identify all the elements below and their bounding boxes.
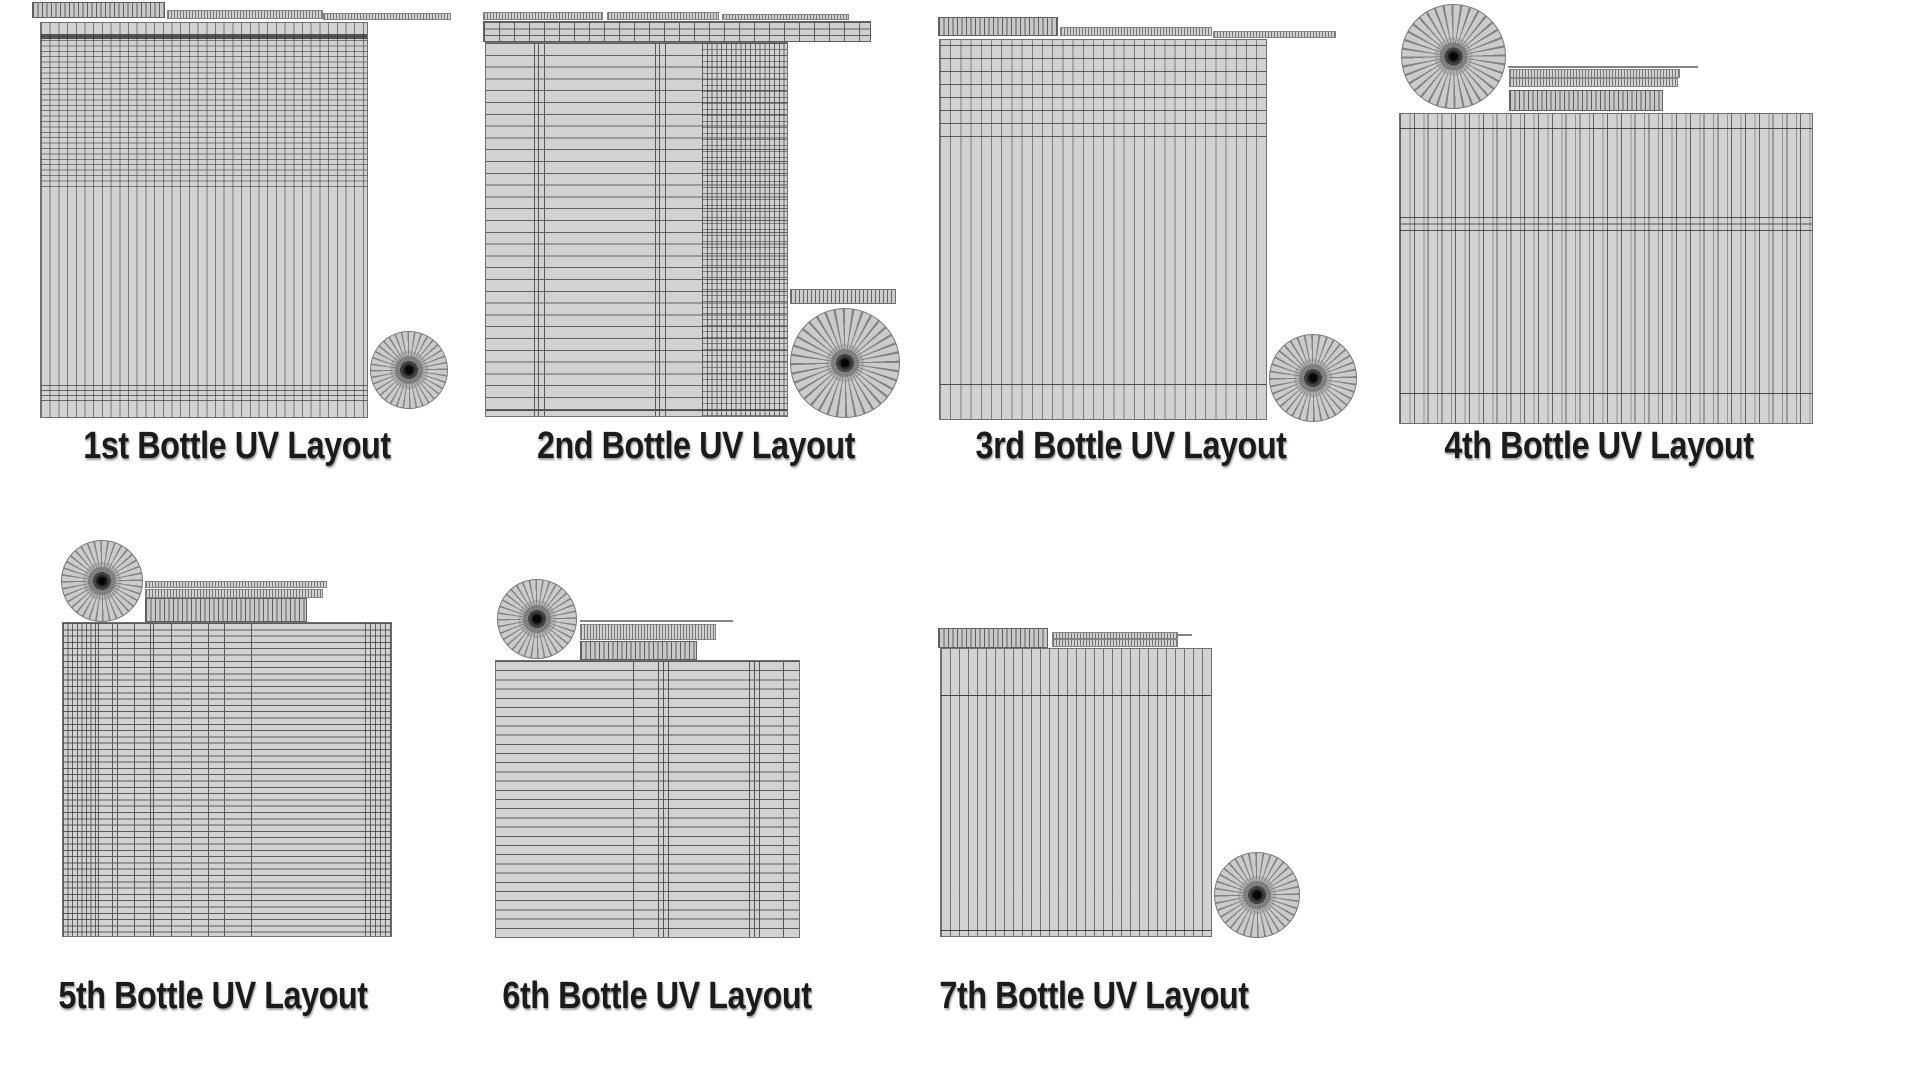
uv-neck-threads-strip xyxy=(1509,90,1663,111)
uv-tick-strip xyxy=(323,13,451,20)
figure-label: 6th Bottle UV Layout xyxy=(502,975,812,1017)
uv-neck-threads-strip xyxy=(145,598,307,622)
figure-label: 2nd Bottle UV Layout xyxy=(536,425,856,467)
uv-tick-strip xyxy=(722,14,849,20)
uv-body-mesh xyxy=(62,622,392,937)
uv-neck-threads-strip xyxy=(790,289,896,304)
uv-tick-strip xyxy=(167,10,323,19)
uv-body-mesh xyxy=(485,42,788,417)
uv-bottom-fan-circle xyxy=(1269,334,1357,422)
uv-neck-threads-strip xyxy=(580,641,697,660)
uv-bottom-fan-circle xyxy=(1401,4,1506,109)
uv-thin-strip xyxy=(1178,634,1192,636)
figure-label: 1st Bottle UV Layout xyxy=(83,425,391,467)
uv-tick-strip xyxy=(580,624,716,640)
uv-bottom-fan-circle xyxy=(1214,852,1300,938)
uv-thin-strip xyxy=(580,620,733,622)
uv-grid-strip xyxy=(483,21,871,42)
uv-tick-strip xyxy=(1052,639,1178,647)
figure-label: 5th Bottle UV Layout xyxy=(58,975,368,1017)
uv-tick-strip xyxy=(607,12,719,20)
uv-tick-strip xyxy=(1052,632,1178,639)
uv-body-mesh xyxy=(40,22,368,418)
uv-body-mesh xyxy=(939,39,1267,420)
uv-bottom-fan-circle xyxy=(497,579,577,659)
uv-neck-threads-strip xyxy=(938,628,1048,648)
uv-bottom-fan-circle xyxy=(790,308,900,418)
uv-bottom-fan-circle xyxy=(370,331,448,409)
uv-body-mesh xyxy=(940,648,1212,937)
uv-tick-strip xyxy=(145,581,327,588)
uv-tick-strip xyxy=(1509,69,1680,78)
uv-body-mesh xyxy=(495,660,800,938)
figure-label: 3rd Bottle UV Layout xyxy=(975,425,1287,467)
uv-tick-strip xyxy=(1213,31,1336,38)
figure-label: 4th Bottle UV Layout xyxy=(1444,425,1754,467)
uv-tick-strip xyxy=(1060,27,1212,36)
figure-label: 7th Bottle UV Layout xyxy=(939,975,1249,1017)
uv-tick-strip xyxy=(483,12,603,20)
uv-neck-threads-strip xyxy=(938,17,1058,36)
uv-thin-strip xyxy=(1508,66,1698,68)
uv-bottom-fan-circle xyxy=(61,540,143,622)
uv-neck-threads-strip xyxy=(32,2,165,18)
uv-tick-strip xyxy=(1509,78,1678,87)
uv-tick-strip xyxy=(145,589,323,598)
uv-body-mesh xyxy=(1399,113,1813,424)
